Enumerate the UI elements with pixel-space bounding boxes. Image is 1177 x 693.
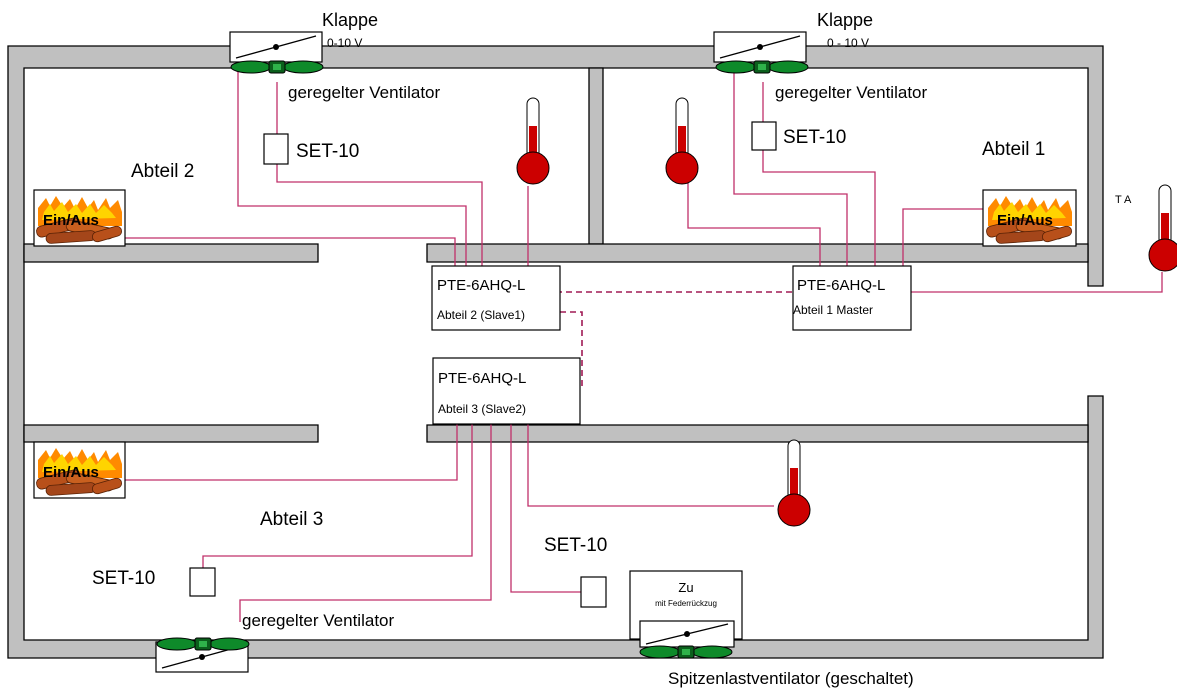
damper-top-left [229, 31, 323, 63]
wall-lower-right-partition [426, 424, 1089, 443]
controller-slave1-model: PTE-6AHQ-L [437, 277, 525, 294]
set10-label-abteil1: SET-10 [783, 127, 846, 148]
heater-abteil3: Ein/Aus [33, 441, 126, 499]
fan-top-left-icon [230, 60, 324, 74]
heater-label-abteil2: Ein/Aus [43, 212, 99, 229]
fan-bottom-label: geregelter Ventilator [242, 611, 394, 630]
controller-master-role: Abteil 1 Master [793, 303, 873, 317]
set10-label-abteil2: SET-10 [296, 141, 359, 162]
damper-top-left-label: Klappe [322, 10, 378, 30]
wall-upper-left-partition [23, 243, 319, 263]
damper-top-right-signal: 0 - 10 V [827, 36, 869, 50]
thermometer-icon-abteil1 [665, 97, 699, 185]
controller-slave1-role: Abteil 2 (Slave1) [437, 308, 525, 322]
room-label-abteil3: Abteil 3 [260, 509, 323, 530]
heater-abteil2: Ein/Aus [33, 189, 126, 247]
controller-abteil1-master: PTE-6AHQ-L Abteil 1 Master [792, 265, 912, 331]
set10-label-abteil3-fan: SET-10 [92, 568, 155, 589]
peak-fan-label: Spitzenlastventilator (geschaltet) [668, 669, 914, 688]
controller-abteil2-slave1: PTE-6AHQ-L Abteil 2 (Slave1) [431, 265, 561, 331]
wall-upper-right-partition [426, 243, 1089, 263]
damper-top-right [713, 31, 807, 63]
thermometer-icon-abteil3 [777, 439, 811, 527]
flap-spring-label: mit Federrückzug [655, 599, 717, 608]
fan-top-right-icon [715, 60, 809, 74]
damper-top-right-label: Klappe [817, 10, 873, 30]
flap-closed-label: Zu [678, 580, 693, 595]
wall-lower-left-partition [23, 424, 319, 443]
room-label-abteil1: Abteil 1 [982, 139, 1045, 160]
wall-top-divider [588, 67, 604, 245]
heater-label-abteil3: Ein/Aus [43, 464, 99, 481]
controller-abteil3-slave2: PTE-6AHQ-L Abteil 3 (Slave2) [432, 357, 581, 425]
set10-box-abteil3-flap [580, 576, 607, 608]
controller-master-model: PTE-6AHQ-L [797, 277, 885, 294]
fan-bottom-left-icon [156, 637, 250, 651]
set10-box-abteil2 [263, 133, 289, 165]
fan-peak-icon [639, 645, 733, 659]
outside-temp-label: T A [1115, 194, 1132, 206]
set10-box-abteil3-fan [189, 567, 216, 597]
building-outer-wall [7, 45, 1104, 659]
heater-label-abteil1: Ein/Aus [997, 212, 1053, 229]
fan-top-right-label: geregelter Ventilator [775, 83, 927, 102]
set10-box-abteil1 [751, 121, 777, 151]
bus-slave1-slave2 [560, 311, 583, 389]
heater-abteil1: Ein/Aus [982, 189, 1077, 247]
fan-top-left-label: geregelter Ventilator [288, 83, 440, 102]
set10-label-abteil3-flap: SET-10 [544, 535, 607, 556]
controller-slave2-model: PTE-6AHQ-L [438, 370, 526, 387]
room-label-abteil2: Abteil 2 [131, 161, 194, 182]
wiring [125, 72, 1163, 622]
thermometer-icon-outside [1148, 184, 1177, 272]
damper-top-left-signal: 0-10 V [327, 36, 362, 50]
thermometer-icon-abteil2 [516, 97, 550, 185]
controller-slave2-role: Abteil 3 (Slave2) [438, 402, 526, 416]
peak-flap-box: Zu mit Federrückzug [629, 570, 743, 648]
